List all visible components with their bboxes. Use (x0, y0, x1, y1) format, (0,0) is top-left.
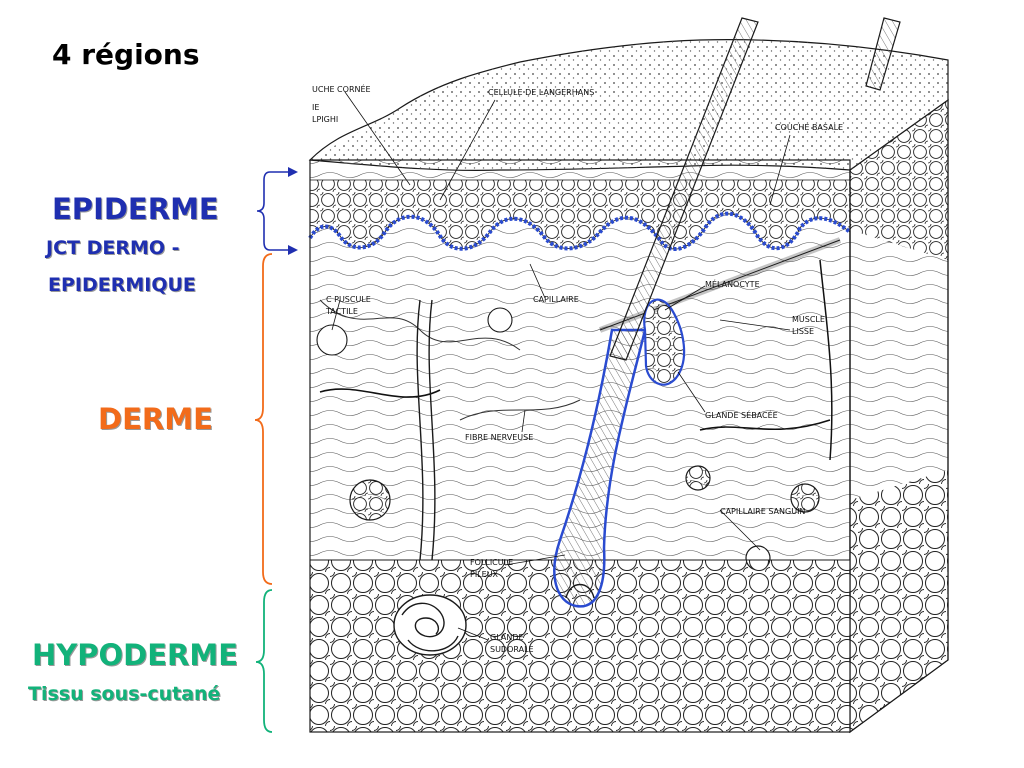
label-capillaire-sanguin: CAPILLAIRE SANGUIN (720, 507, 805, 516)
epiderme-top-arrowhead (288, 167, 298, 177)
hair-shaft (609, 17, 901, 361)
block-front-border (309, 159, 851, 733)
label-follicule-1: FOLLICULE (470, 558, 513, 567)
hair-follicle (553, 298, 686, 608)
label-capillaire: CAPILLAIRE (533, 295, 579, 304)
label-couche-basale: COUCHE BASALE (775, 123, 843, 132)
derme-brace (254, 253, 273, 585)
epiderme-bottom-arrowhead (288, 245, 298, 255)
derme-label: DERME (98, 402, 213, 436)
label-muscle-1: MUSCLE (792, 315, 825, 324)
label-couche-cornee: UCHE CORNÉE (312, 83, 371, 94)
hypoderme-brace (255, 589, 273, 733)
hypoderme-label: HYPODERME (32, 638, 239, 672)
label-fibre-nerveuse: FIBRE NERVEUSE (465, 433, 533, 442)
label-glande-sudorale-2: SUDORALE (490, 645, 534, 654)
label-follicule-2: PILEUX (470, 570, 499, 579)
annotation-leaders (331, 91, 791, 641)
dermis-layer (310, 213, 850, 571)
basal-layer-line (308, 211, 852, 251)
surface-texture (310, 39, 948, 171)
jct-label-line1: JCT DERMO - (46, 237, 180, 259)
epiderme-label: EPIDERME (52, 192, 219, 226)
sweat-gland (393, 594, 467, 656)
slide-title: 4 régions (52, 38, 200, 71)
label-glande-sebacee: GLANDE SÉBACÉE (705, 409, 778, 420)
label-langerhans: CELLULE DE LANGERHANS (488, 88, 594, 97)
label-malpighi-1: IE (312, 103, 319, 112)
label-corpuscule-1: C PUSCULE (326, 295, 371, 304)
block-right-face (849, 98, 949, 734)
epiderme-brace (256, 171, 290, 251)
jct-label-line2: EPIDERMIQUE (48, 274, 196, 296)
label-malpighi-2: LPIGHI (312, 115, 338, 124)
label-glande-sudorale-1: GLANDE (490, 633, 524, 642)
label-muscle-2: LISSE (792, 327, 814, 336)
label-corpuscule-2: TACTILE (325, 307, 358, 316)
tissu-label: Tissu sous-cutané (28, 683, 221, 705)
label-melanocyte: MÉLANOCYTE (705, 278, 760, 289)
